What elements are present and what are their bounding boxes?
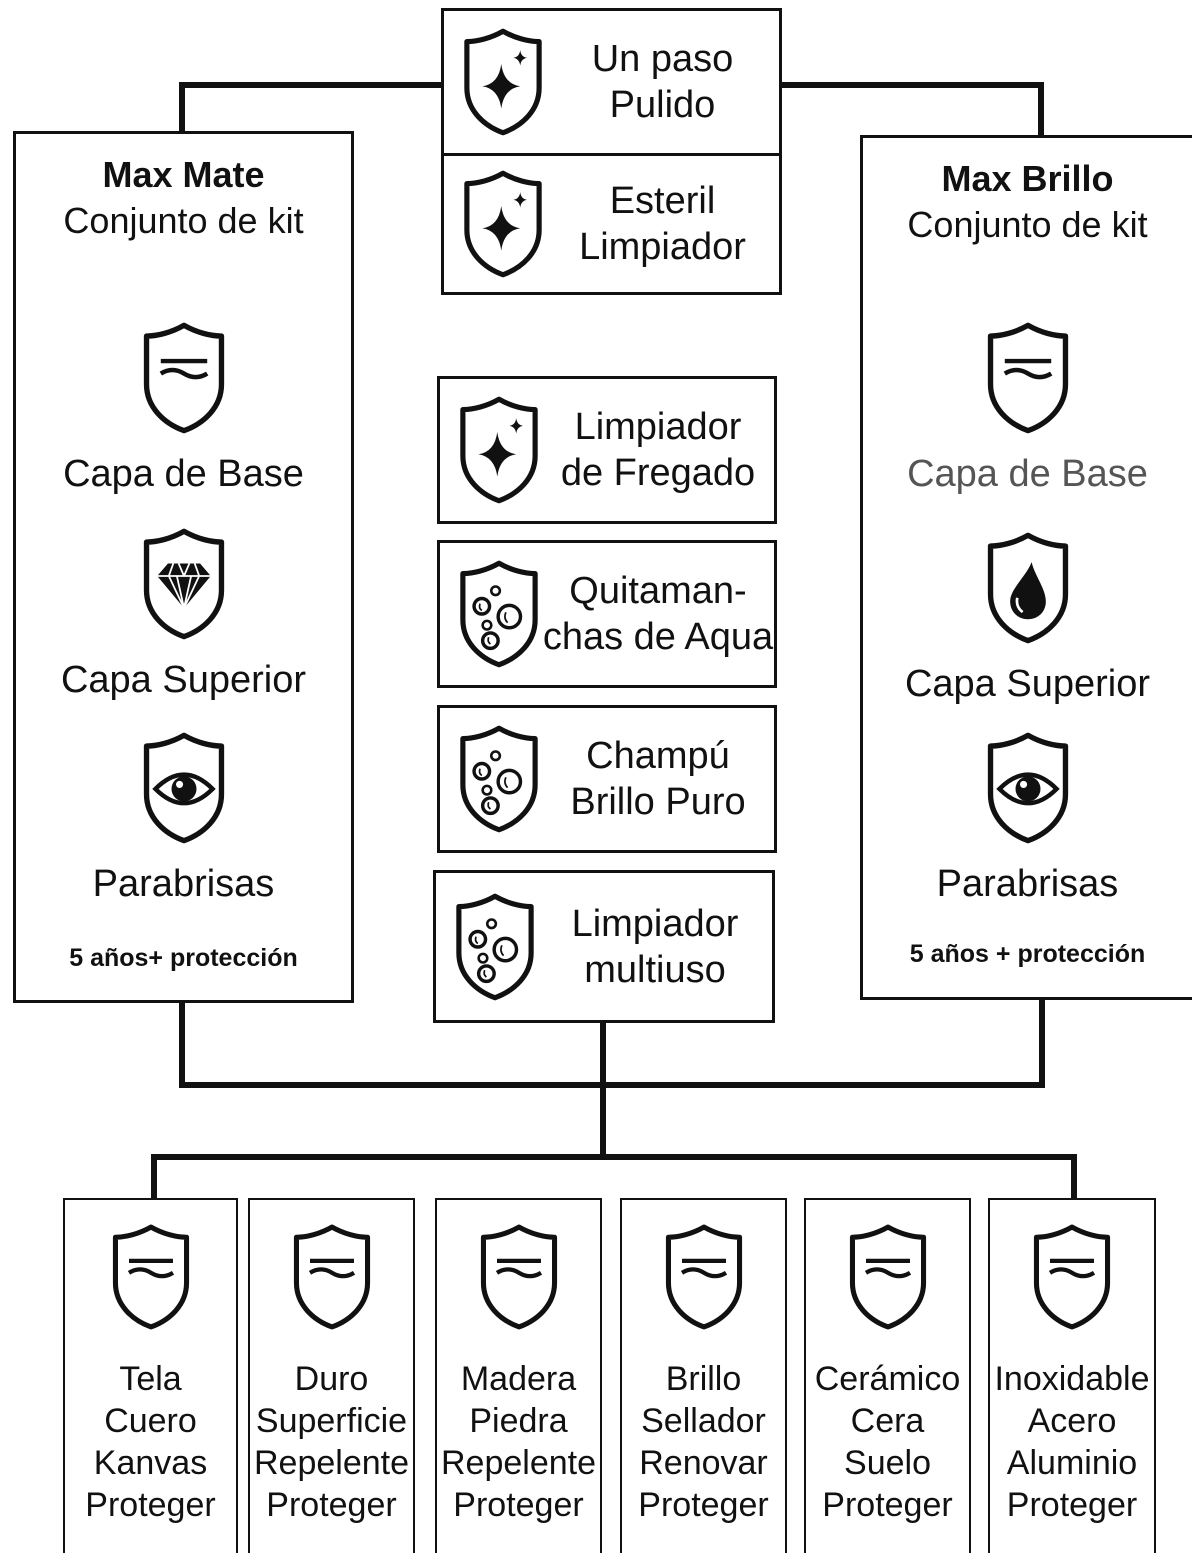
kit-title: Max Mate Conjunto de kit [63,154,304,241]
product-box-quitamanchas: Quitaman-chas de Aqua [437,540,777,688]
kit-item-label: Capa de Base [907,453,1148,495]
bubbles-shield-icon [460,560,538,668]
kit-footer: 5 años + protección [909,940,1146,968]
kit-item-windshield: Parabrisas [863,730,1192,906]
kit-max-mate: Max Mate Conjunto de kit Capa de Base Ca… [13,131,354,1003]
drop-shield-icon [987,532,1068,644]
kit-item-label: Capa Superior [60,659,307,701]
sparkle-shield-icon [460,396,538,504]
kit-item-top: Capa Superior [16,526,351,702]
kit-item-label: Parabrisas [936,863,1119,905]
wave-shield-icon [480,1224,557,1330]
kit-footer: 5 años+ protección [69,944,298,972]
kit-item-label: Capa Superior [904,663,1151,705]
eye-shield-icon [143,732,224,844]
wave-shield-icon [143,322,224,434]
kit-item-label: Capa de Base [63,453,304,495]
kit-item-label: Parabrisas [92,863,275,905]
bubbles-shield-icon [456,893,534,1000]
kit-item-windshield: Parabrisas [16,730,351,906]
bubbles-shield-icon [460,725,538,833]
wave-shield-icon [665,1224,742,1330]
wave-shield-icon [112,1224,189,1330]
kit-max-brillo: Max Brillo Conjunto de kit Capa de Base … [860,135,1192,1000]
wave-shield-icon [293,1224,370,1330]
wave-shield-icon [849,1224,926,1330]
kit-item-top: Capa Superior [863,530,1192,706]
wave-shield-icon [1033,1224,1111,1330]
eye-shield-icon [987,732,1068,844]
kit-title: Max Brillo Conjunto de kit [907,158,1148,245]
sparkle-shield-icon [464,170,542,278]
kit-item-base: Capa de Base [863,320,1192,496]
kit-item-base: Capa de Base [16,320,351,496]
wave-shield-icon [987,322,1068,434]
sparkle-shield-icon [464,28,542,136]
diamond-shield-icon [143,528,224,640]
product-label: Quitaman-chas de Aqua [542,570,774,658]
